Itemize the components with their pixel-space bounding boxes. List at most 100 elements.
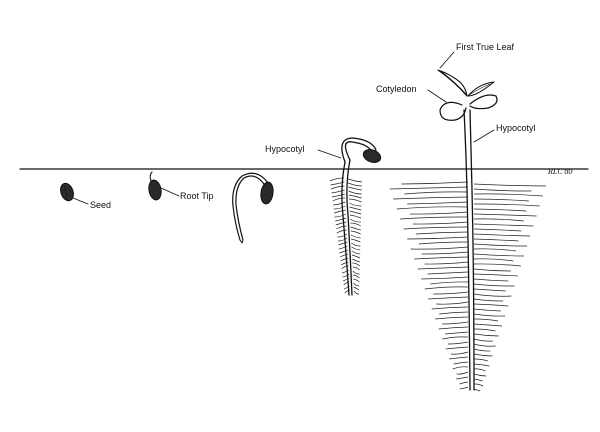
lateral-root <box>474 264 521 266</box>
root-hair <box>354 287 359 290</box>
lateral-root <box>442 337 468 339</box>
true-leaf-left <box>438 70 467 96</box>
lateral-root <box>418 267 468 269</box>
lateral-root <box>474 289 506 291</box>
seed-shape-2 <box>147 179 162 201</box>
hypocotyl-right-leader <box>474 130 494 142</box>
lateral-root <box>456 377 468 379</box>
root-tip-leader <box>161 188 179 196</box>
lateral-root <box>474 204 540 206</box>
lateral-root <box>474 199 529 201</box>
first-true-leaf-label: First True Leaf <box>456 42 515 52</box>
lateral-root <box>413 222 468 224</box>
lateral-root <box>474 219 524 221</box>
lateral-root <box>474 294 511 296</box>
lateral-root <box>460 382 468 384</box>
lateral-root <box>474 214 537 216</box>
lateral-root <box>407 202 468 204</box>
root-hair <box>349 199 361 202</box>
lateral-root <box>449 357 468 359</box>
lateral-root <box>474 259 513 261</box>
lateral-root <box>428 272 468 274</box>
lateral-root <box>474 299 503 301</box>
lateral-root <box>474 329 496 331</box>
root-hair <box>354 291 359 294</box>
lateral-root <box>474 364 489 366</box>
root-hair <box>333 198 345 201</box>
root-hair <box>335 218 346 221</box>
lateral-root <box>439 327 468 329</box>
lateral-root <box>428 297 468 299</box>
lateral-root <box>474 384 483 386</box>
root-hair <box>337 230 347 233</box>
lateral-root <box>407 237 468 239</box>
lateral-root <box>451 352 468 354</box>
root-hair <box>350 211 361 214</box>
lateral-root <box>445 332 468 334</box>
lateral-root <box>474 244 527 246</box>
lateral-root <box>474 354 493 356</box>
lateral-root <box>457 372 468 374</box>
lateral-root <box>430 282 468 284</box>
root-hair <box>349 191 362 194</box>
stage-radicle <box>233 173 275 243</box>
seed-leader <box>73 198 88 204</box>
hook-cotyledons <box>361 147 382 164</box>
lateral-root <box>474 209 526 211</box>
lateral-root <box>474 389 480 391</box>
lateral-root <box>474 359 488 361</box>
lateral-root <box>414 257 468 259</box>
root-hair <box>336 226 346 229</box>
root-hair <box>351 243 360 246</box>
hypocotyl-left-label: Hypocotyl <box>265 144 305 154</box>
lateral-root <box>474 279 508 281</box>
root-hair <box>332 194 345 197</box>
lateral-root <box>474 339 493 341</box>
cotyledon-right <box>470 95 497 109</box>
root-hair <box>337 234 347 237</box>
lateral-root <box>435 317 468 319</box>
lateral-root <box>410 212 468 214</box>
root-hair <box>350 223 361 226</box>
lateral-root <box>421 277 468 279</box>
root-hair <box>351 235 361 238</box>
seed-shape <box>58 181 75 202</box>
lateral-root <box>474 349 490 351</box>
lateral-root <box>474 334 499 336</box>
lateral-root <box>474 324 502 326</box>
lateral-root <box>404 192 468 194</box>
root-tip-label: Root Tip <box>180 191 214 201</box>
stage-seed: Seed <box>58 181 111 210</box>
root-hair <box>353 275 359 278</box>
lateral-root <box>474 379 483 381</box>
lateral-root <box>474 319 498 321</box>
root-hair <box>351 227 361 230</box>
lateral-root <box>474 234 530 236</box>
root-hair <box>348 187 361 190</box>
lateral-root <box>393 197 468 199</box>
root-hair <box>352 263 359 266</box>
lateral-root <box>474 369 485 371</box>
lateral-root <box>474 284 515 286</box>
lateral-root <box>474 344 496 346</box>
artist-signature: RLC'80 <box>547 167 572 176</box>
hypocotyl-left-leader <box>318 150 341 158</box>
root-hair <box>348 183 362 186</box>
root-hair <box>338 238 347 241</box>
stage-root-tip: Root Tip <box>147 172 213 201</box>
root-hair <box>352 247 361 250</box>
lateral-root <box>439 312 468 314</box>
lateral-root <box>474 314 505 316</box>
lateral-root <box>474 254 524 256</box>
lateral-root <box>416 232 468 234</box>
lateral-root <box>401 182 468 184</box>
lateral-root <box>474 184 546 186</box>
lateral-root <box>474 309 501 311</box>
lateral-root <box>474 194 543 196</box>
root-hair <box>352 255 360 258</box>
root-hair <box>353 283 359 286</box>
root-hair <box>352 251 360 254</box>
lateral-root <box>432 307 468 309</box>
root-hair <box>353 271 360 274</box>
root-hair <box>334 206 346 209</box>
